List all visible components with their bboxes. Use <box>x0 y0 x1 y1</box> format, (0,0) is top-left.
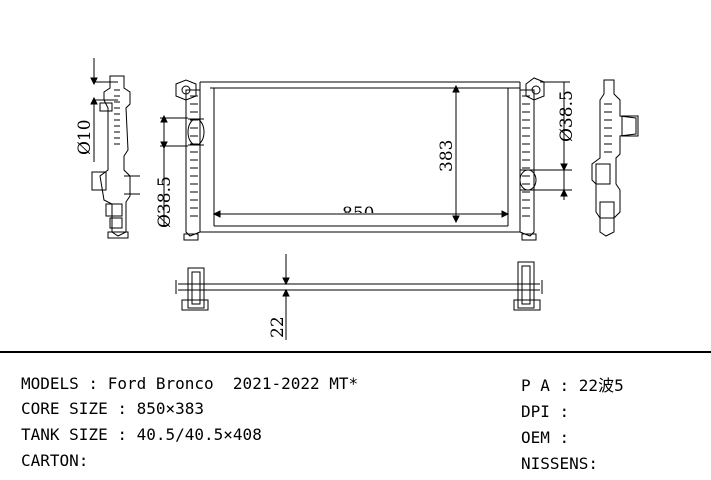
radiator-top-view: 22 <box>175 254 543 340</box>
radiator-front-view: 383 850 <box>175 77 572 241</box>
models-line: MODELS : Ford Bronco 2021-2022 MT* <box>21 374 359 393</box>
right-pipe-dimension-lines: Ø38.5 <box>540 81 577 200</box>
tank-size-line: TANK SIZE : 40.5/40.5×408 <box>21 425 262 444</box>
core-size-line: CORE SIZE : 850×383 <box>21 399 205 418</box>
right-side-view <box>591 79 639 237</box>
pa-line: P A : 22波5 <box>521 376 624 395</box>
height-dimension: 383 <box>437 140 457 172</box>
right-pipe-dimension: Ø38.5 <box>557 90 577 142</box>
section-divider <box>0 351 711 353</box>
thickness-dimension: 22 <box>268 316 288 338</box>
carton-line: CARTON: <box>21 451 89 470</box>
small-pipe-dimension: Ø10 <box>75 119 95 155</box>
radiator-technical-drawing: Ø10 Ø38.5 <box>75 58 639 340</box>
left-pipe-dimension: Ø38.5 <box>155 176 175 228</box>
nissens-line: NISSENS: <box>521 454 599 473</box>
left-pipe-dimension-lines: Ø38.5 <box>155 114 188 228</box>
dpi-line: DPI : <box>521 402 570 421</box>
oem-line: OEM : <box>521 428 570 447</box>
width-dimension: 850 <box>342 204 374 224</box>
left-side-view: Ø10 <box>75 58 140 239</box>
